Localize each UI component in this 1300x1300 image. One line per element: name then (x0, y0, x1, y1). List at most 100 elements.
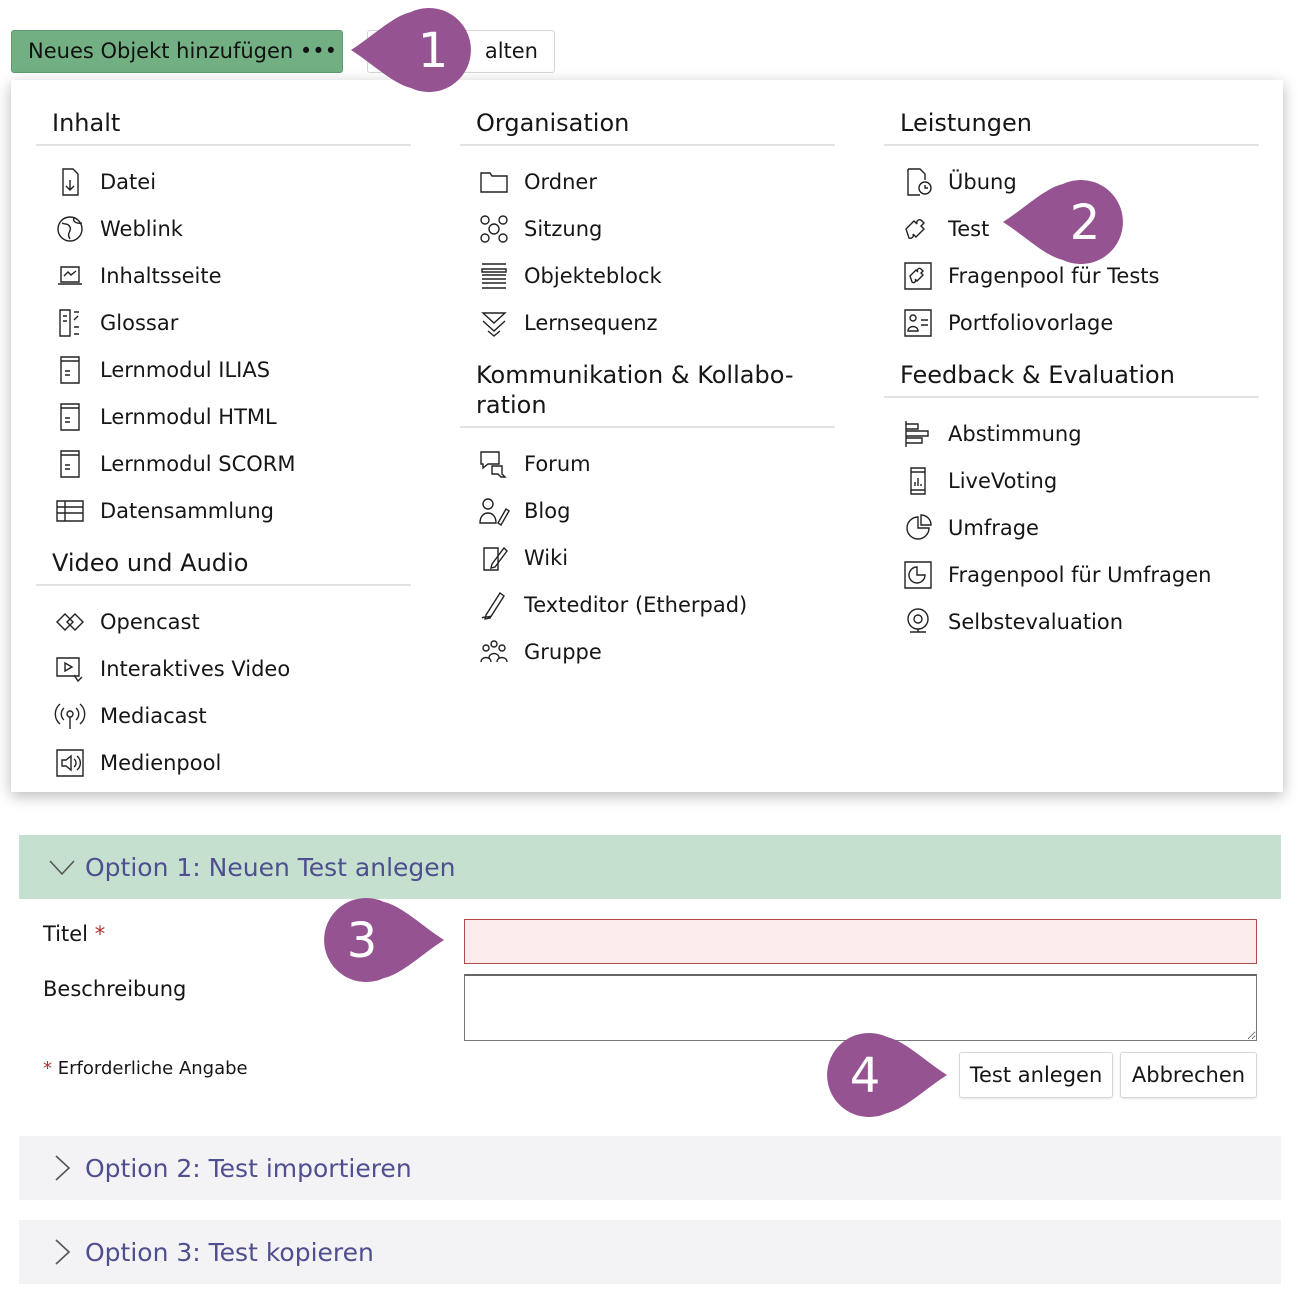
menu-item-mediacast[interactable]: Mediacast (36, 692, 411, 739)
menu-item-lernsequenz[interactable]: Lernsequenz (460, 299, 835, 346)
speaker-icon (56, 748, 84, 777)
eye-icon (907, 607, 929, 633)
menu-item-label: Sitzung (524, 216, 603, 241)
menu-item-label: Selbstevaluation (948, 609, 1124, 634)
add-new-object-button[interactable]: Neues Objekt hinzufügen ••• (11, 30, 343, 73)
menu-item-datei[interactable]: Datei (36, 158, 411, 205)
menu-item-fragenpool-für-tests[interactable]: Fragenpool für Tests (884, 252, 1259, 299)
menu-item-wiki[interactable]: Wiki (460, 534, 835, 581)
menu-item-label: Datensammlung (100, 498, 275, 523)
folder-icon (480, 171, 508, 193)
menu-group-heading: Kommunikation & Kollabo- ration (460, 360, 835, 428)
menu-item-label: Portfoliovorlage (948, 310, 1114, 335)
section-option-1[interactable]: Option 1: Neuen Test anlegen (19, 835, 1281, 899)
menu-group-heading: Video und Audio (36, 548, 411, 586)
menu-item-umfrage[interactable]: Umfrage (884, 504, 1259, 551)
menu-item-sitzung[interactable]: Sitzung (460, 205, 835, 252)
list-icon (481, 262, 507, 289)
step-number: 4 (850, 1048, 881, 1104)
exercise-icon (907, 167, 932, 196)
menu-item-livevoting[interactable]: LiveVoting (884, 457, 1259, 504)
menu-group-heading: Inhalt (36, 108, 411, 146)
menu-item-objekteblock[interactable]: Objekteblock (460, 252, 835, 299)
sequence-icon (481, 311, 507, 337)
menu-item-label: Lernsequenz (524, 310, 658, 335)
section-option-2[interactable]: Option 2: Test importieren (19, 1136, 1281, 1200)
portfolio-icon (904, 308, 932, 337)
chevron-down-icon (49, 860, 75, 876)
title-label: Titel * (43, 922, 106, 946)
menu-item-lernmodul-scorm[interactable]: Lernmodul SCORM (36, 440, 411, 487)
menu-item-ordner[interactable]: Ordner (460, 158, 835, 205)
menu-item-forum[interactable]: Forum (460, 440, 835, 487)
menu-item-opencast[interactable]: Opencast (36, 598, 411, 645)
menu-item-label: Mediacast (100, 703, 207, 728)
menu-item-datensammlung[interactable]: Datensammlung (36, 487, 411, 534)
group-icon (480, 639, 508, 662)
menu-item-label: Abstimmung (948, 421, 1082, 446)
step-marker-4: 4 (827, 1033, 947, 1117)
description-textarea[interactable] (464, 974, 1257, 1041)
phone-chart-icon (910, 466, 926, 495)
menu-item-inhaltsseite[interactable]: Inhaltsseite (36, 252, 411, 299)
menu-item-weblink[interactable]: Weblink (36, 205, 411, 252)
menu-item-lernmodul-ilias[interactable]: Lernmodul ILIAS (36, 346, 411, 393)
cancel-button[interactable]: Abbrechen (1120, 1052, 1257, 1098)
section-title: Option 1: Neuen Test anlegen (85, 852, 456, 882)
menu-item-portfoliovorlage[interactable]: Portfoliovorlage (884, 299, 1259, 346)
file-download-icon (62, 167, 79, 196)
menu-item-medienpool[interactable]: Medienpool (36, 739, 411, 786)
menu-item-lernmodul-html[interactable]: Lernmodul HTML (36, 393, 411, 440)
puzzle-pool-icon (904, 261, 932, 290)
menu-item-übung[interactable]: Übung (884, 158, 1259, 205)
step-marker-2: 2 (1003, 180, 1123, 264)
opencast-icon (56, 612, 84, 631)
menu-item-test[interactable]: Test (884, 205, 1259, 252)
module-icon (60, 449, 80, 478)
menu-item-fragenpool-für-umfragen[interactable]: Fragenpool für Umfragen (884, 551, 1259, 598)
menu-item-label: Übung (948, 169, 1017, 194)
table-icon (56, 499, 84, 522)
menu-item-label: Test (948, 216, 990, 241)
menu-item-blog[interactable]: Blog (460, 487, 835, 534)
menu-item-abstimmung[interactable]: Abstimmung (884, 410, 1259, 457)
menu-item-label: LiveVoting (948, 468, 1058, 493)
menu-item-label: Blog (524, 498, 571, 523)
menu-item-label: Weblink (100, 216, 183, 241)
page-icon (58, 265, 82, 285)
poll-icon (905, 420, 929, 447)
menu-item-glossar[interactable]: Glossar (36, 299, 411, 346)
pen-icon (481, 591, 505, 620)
session-icon (480, 214, 508, 243)
menu-item-label: Fragenpool für Tests (948, 263, 1160, 288)
menu-item-label: Interaktives Video (100, 656, 291, 681)
create-test-button[interactable]: Test anlegen (959, 1052, 1113, 1098)
menu-item-label: Objekteblock (524, 263, 662, 288)
menu-item-label: Datei (100, 169, 157, 194)
menu-group-heading: Leistungen (884, 108, 1259, 146)
menu-item-label: Texteditor (Etherpad) (524, 592, 748, 617)
menu-item-interaktives-video[interactable]: Interaktives Video (36, 645, 411, 692)
menu-item-selbstevaluation[interactable]: Selbstevaluation (884, 598, 1259, 645)
menu-item-texteditor-etherpad-[interactable]: Texteditor (Etherpad) (460, 581, 835, 628)
step-marker-1: 1 (351, 8, 471, 92)
glossary-icon (59, 308, 79, 337)
video-icon (56, 656, 83, 682)
menu-group-heading: Organisation (460, 108, 835, 146)
title-input[interactable] (464, 919, 1257, 964)
section-option-3[interactable]: Option 3: Test kopieren (19, 1220, 1281, 1284)
step-marker-3: 3 (324, 898, 444, 982)
menu-item-label: Glossar (100, 310, 179, 335)
menu-item-label: Forum (524, 451, 591, 476)
step-number: 1 (418, 23, 449, 79)
menu-item-label: Wiki (524, 545, 569, 570)
menu-item-label: Lernmodul SCORM (100, 451, 296, 476)
section-title: Option 3: Test kopieren (85, 1237, 374, 1267)
section-title: Option 2: Test importieren (85, 1153, 412, 1183)
menu-item-gruppe[interactable]: Gruppe (460, 628, 835, 675)
step-number: 2 (1070, 195, 1101, 251)
forum-icon (480, 450, 507, 478)
menu-item-label: Lernmodul HTML (100, 404, 277, 429)
